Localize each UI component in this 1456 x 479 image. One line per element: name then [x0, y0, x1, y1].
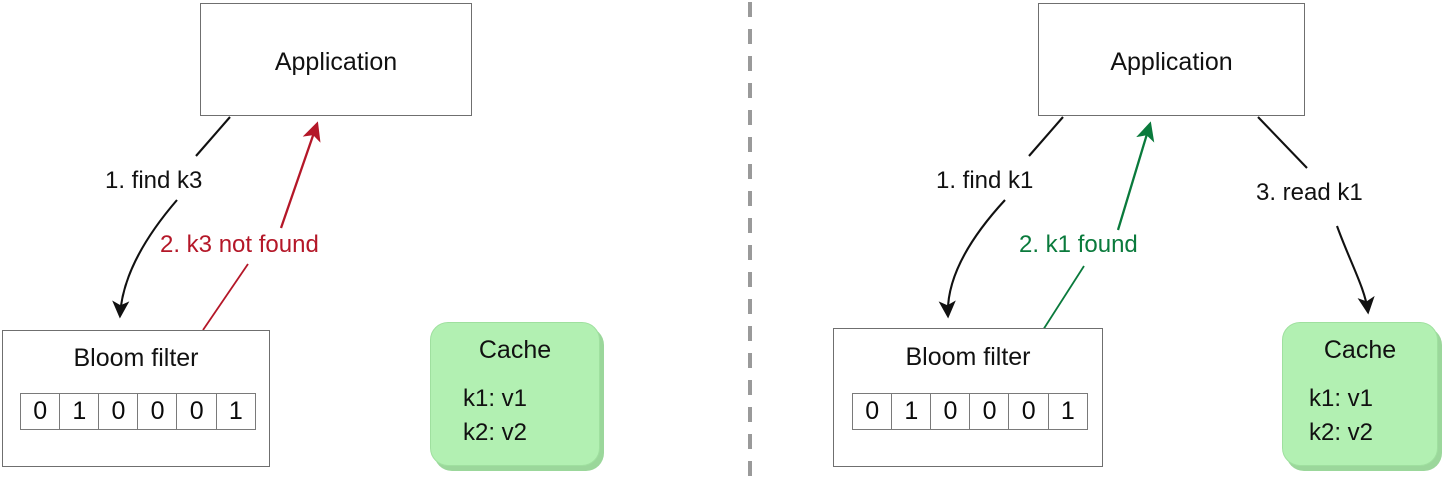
- cache-entry: k1: v1: [1309, 385, 1374, 412]
- edge-label-find-k1: 1. find k1: [936, 167, 1034, 194]
- application-label-right: Application: [1110, 48, 1233, 76]
- bloom-filter-box-left[interactable]: Bloom filter 0 1 0 0 0 1: [2, 330, 270, 467]
- edge-k1-found-leader: [1042, 265, 1085, 331]
- application-label-left: Application: [274, 48, 398, 76]
- bloom-bit: 1: [1047, 393, 1089, 430]
- edge-k3-not-found-arrow: [279, 121, 321, 229]
- edge-label-read-k1: 3. read k1: [1256, 179, 1363, 206]
- bloom-bit: 1: [891, 393, 932, 430]
- bloom-bit: 0: [852, 393, 893, 430]
- bloom-bit: 0: [176, 393, 217, 430]
- bloom-bit: 1: [215, 393, 257, 430]
- cache-entry: k2: v2: [1309, 419, 1374, 446]
- bloom-bit: 0: [98, 393, 139, 430]
- edge-label-k3-not-found: 2. k3 not found: [160, 231, 319, 258]
- bloom-bit: 0: [969, 393, 1010, 430]
- bloom-bit: 1: [59, 393, 100, 430]
- bloom-bit: 0: [20, 393, 61, 430]
- bloom-filter-label-right: Bloom filter: [905, 343, 1031, 371]
- edge-read-k1-arrow: [1336, 225, 1375, 315]
- edge-label-k1-found: 2. k1 found: [1019, 231, 1138, 258]
- edge-find-k1-arrow: [938, 199, 1006, 319]
- edge-k1-found-arrow: [1116, 121, 1155, 231]
- cache-entry: k1: v1: [463, 385, 528, 412]
- application-box-left[interactable]: Application: [200, 3, 472, 116]
- cache-label-right: Cache: [1323, 336, 1397, 364]
- bloom-bit: 0: [1008, 393, 1049, 430]
- bloom-bit: 0: [930, 393, 971, 430]
- bloom-filter-box-right[interactable]: Bloom filter 0 1 0 0 0 1: [833, 328, 1103, 467]
- cache-entry: k2: v2: [463, 419, 528, 446]
- edge-k3-not-found-leader: [202, 263, 249, 331]
- cache-box-left[interactable]: Cache k1: v1 k2: v2: [430, 322, 600, 466]
- edge-label-find-k3: 1. find k3: [105, 167, 203, 194]
- cache-box-right[interactable]: Cache k1: v1 k2: v2: [1282, 322, 1438, 466]
- bloom-filter-bits-right: 0 1 0 0 0 1: [852, 393, 1089, 430]
- edge-find-k3-arrow: [112, 199, 178, 319]
- bloom-filter-bits-left: 0 1 0 0 0 1: [20, 393, 257, 430]
- edge-read-k1-leader: [1257, 116, 1308, 169]
- bloom-bit: 0: [137, 393, 178, 430]
- edge-find-k3-leader: [195, 116, 231, 157]
- application-box-right[interactable]: Application: [1038, 3, 1305, 116]
- bloom-filter-label-left: Bloom filter: [73, 344, 199, 372]
- edge-find-k1-leader: [1028, 116, 1064, 157]
- cache-label-left: Cache: [478, 336, 552, 364]
